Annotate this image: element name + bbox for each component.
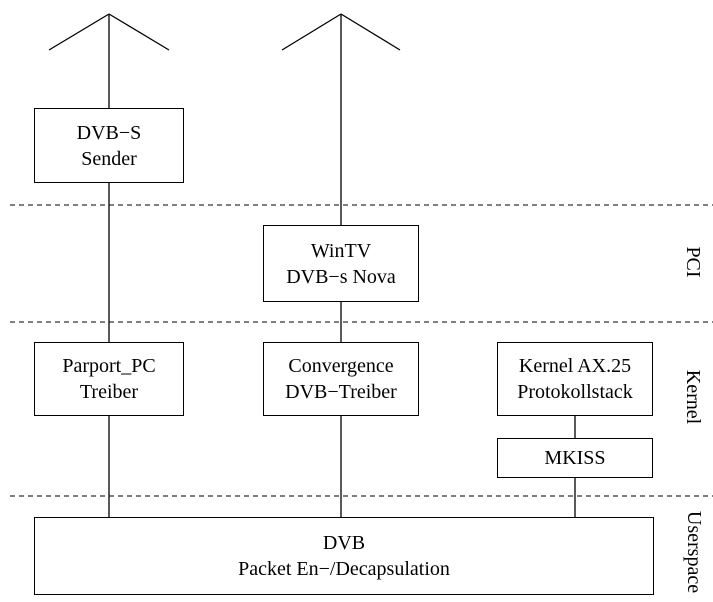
- wintv-line2: DVB−s Nova: [286, 265, 396, 288]
- mkiss-box: MKISS: [497, 438, 653, 478]
- antenna-middle-icon: [281, 13, 401, 225]
- dvb-s-sender-box: DVB−S Sender: [34, 108, 184, 183]
- convergence-line1: Convergence: [288, 355, 394, 377]
- convergence-box: Convergence DVB−Treiber: [263, 342, 419, 416]
- parport-line1: Parport_PC: [62, 355, 156, 377]
- layer-label-userspace: Userspace: [683, 510, 706, 594]
- layer-dividers: [10, 204, 713, 497]
- dvb-s-sender-line1: DVB−S: [76, 121, 142, 144]
- kernel-ax25-line2: Protokollstack: [517, 381, 633, 403]
- layer-label-pci: PCI: [682, 246, 705, 278]
- kernel-ax25-box: Kernel AX.25 Protokollstack: [497, 342, 653, 416]
- dvb-packet-box: DVB Packet En−/Decapsulation: [34, 517, 654, 595]
- wintv-box: WinTV DVB−s Nova: [263, 225, 419, 302]
- antenna-left-icon: [48, 13, 170, 108]
- mkiss-label: MKISS: [544, 447, 606, 469]
- convergence-line2: DVB−Treiber: [285, 381, 397, 403]
- dvb-s-sender-line2: Sender: [81, 147, 137, 170]
- layer-label-kernel: Kernel: [682, 369, 705, 425]
- wintv-line1: WinTV: [310, 239, 372, 262]
- parport-box: Parport_PC Treiber: [34, 342, 184, 416]
- connector-lines: [108, 183, 576, 517]
- parport-line2: Treiber: [79, 381, 139, 403]
- dvb-packet-line2: Packet En−/Decapsulation: [238, 558, 450, 580]
- dvb-packet-line1: DVB: [322, 532, 366, 554]
- kernel-ax25-line1: Kernel AX.25: [518, 355, 632, 377]
